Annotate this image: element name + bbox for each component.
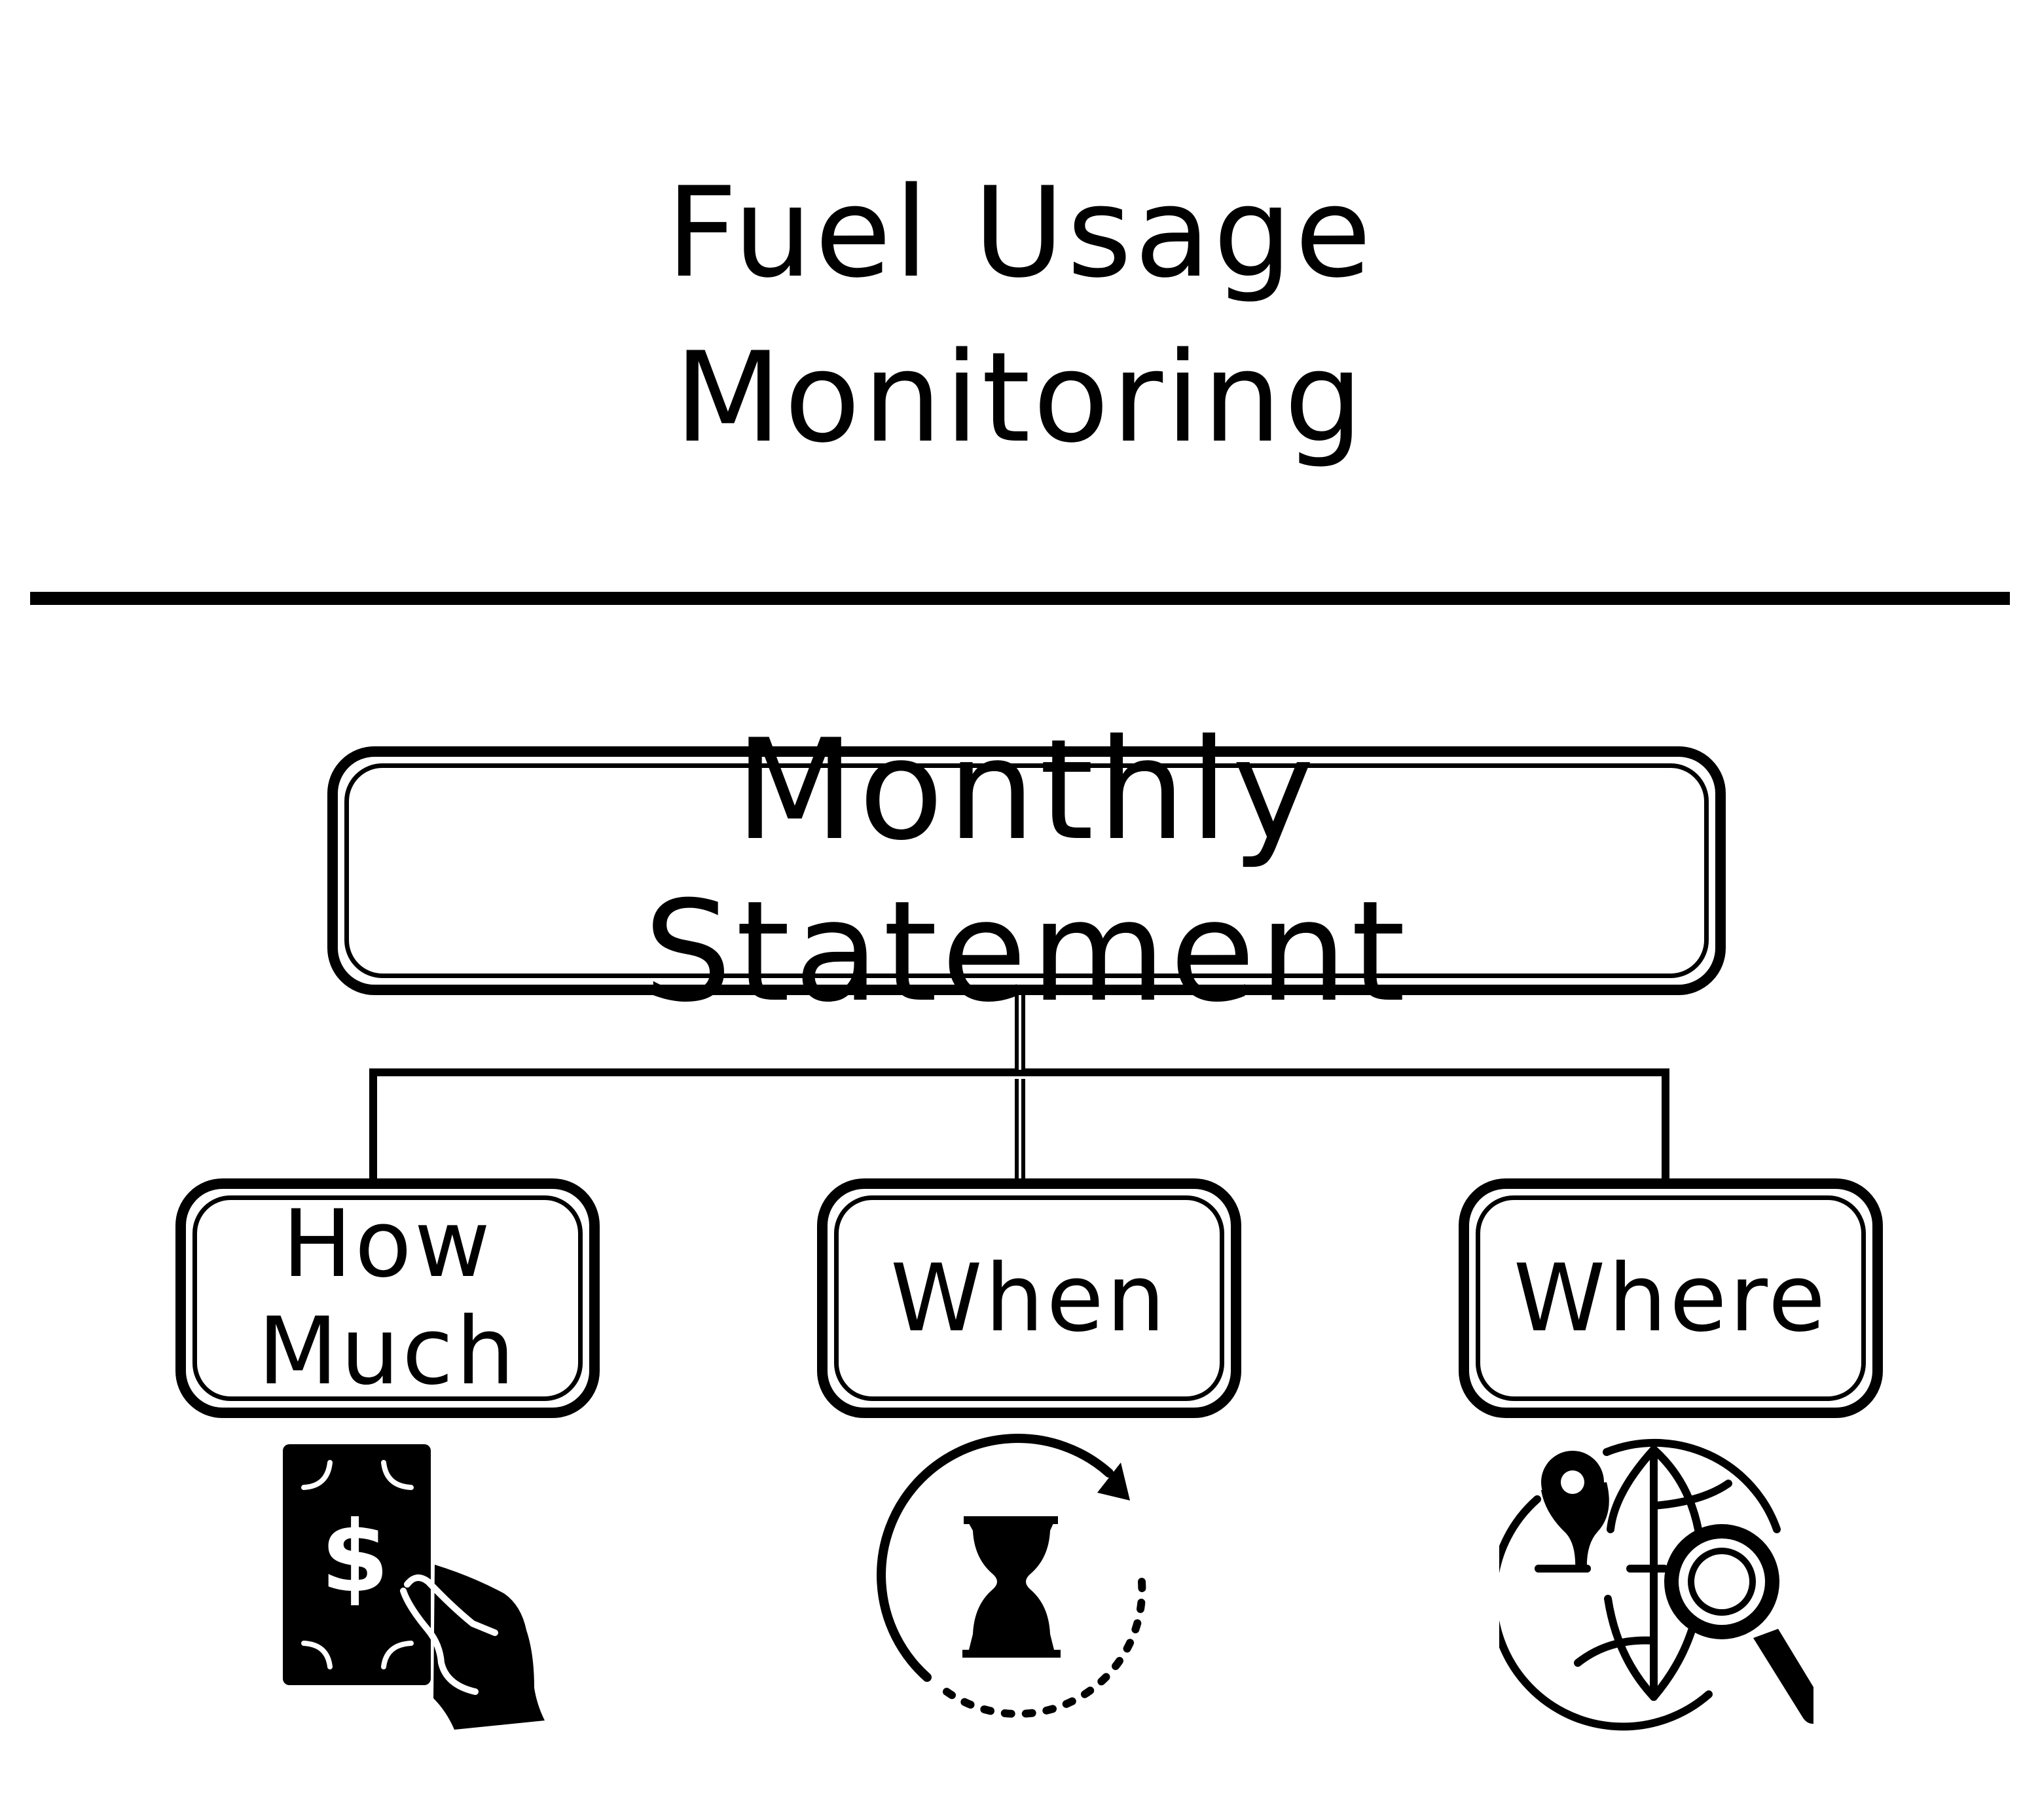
title-line-2: Monitoring (674, 325, 1366, 470)
how-much-label: How Much (258, 1191, 518, 1406)
when-node: When (817, 1178, 1241, 1418)
where-node: Where (1459, 1178, 1883, 1418)
title-divider (30, 592, 2010, 605)
page-title: Fuel Usage Monitoring (0, 151, 2040, 481)
how-much-label-line-2: Much (257, 1298, 518, 1406)
how-much-node: How Much (175, 1178, 600, 1418)
where-label: Where (1513, 1244, 1829, 1353)
title-line-1: Fuel Usage (666, 160, 1374, 305)
globe-location-search-icon (1499, 1438, 1813, 1731)
money-hand-icon: $ (283, 1444, 545, 1730)
monthly-statement-label: Monthly Statement (644, 709, 1410, 1032)
hourglass-cycle-icon (877, 1434, 1146, 1718)
svg-text:$: $ (321, 1501, 389, 1614)
how-much-label-line-1: How (282, 1190, 493, 1298)
monthly-statement-node: Monthly Statement (327, 709, 1726, 1032)
when-label: When (890, 1244, 1168, 1353)
